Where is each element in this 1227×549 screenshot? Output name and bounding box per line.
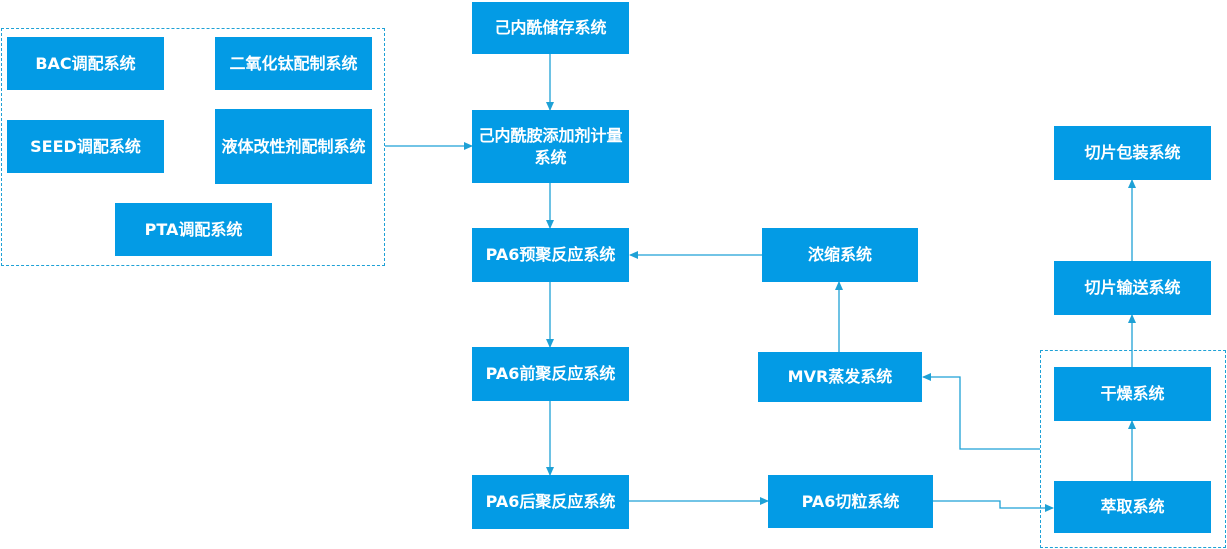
arrow-extraction-group-to-mvr (922, 373, 1040, 450)
arrow-pelletizing-to-extraction (933, 500, 1054, 512)
chip-conveying-box: 切片输送系统 (1054, 261, 1211, 315)
pa6-post-polymerization-box: PA6后聚反应系统 (472, 475, 629, 529)
concentration-box: 浓缩系统 (762, 228, 918, 282)
additive-preparation-group (1, 28, 385, 266)
drying-box: 干燥系统 (1054, 367, 1211, 421)
pta-blending-box: PTA调配系统 (115, 203, 272, 256)
extraction-box: 萃取系统 (1054, 481, 1211, 533)
caprolactam-storage-box: 己内酰储存系统 (472, 2, 629, 54)
chip-packaging-box: 切片包装系统 (1054, 126, 1211, 180)
mvr-evaporation-box: MVR蒸发系统 (758, 352, 922, 402)
seed-blending-box: SEED调配系统 (7, 120, 164, 173)
pa6-front-polymerization-box: PA6前聚反应系统 (472, 347, 629, 401)
pa6-pelletizing-box: PA6切粒系统 (768, 475, 933, 528)
caprolactam-additive-dosing-box: 己内酰胺添加剂计量系统 (472, 110, 629, 183)
pa6-prepolymerization-box: PA6预聚反应系统 (472, 228, 629, 282)
titanium-dioxide-preparation-box: 二氧化钛配制系统 (215, 37, 372, 90)
extraction-drying-group (1040, 350, 1226, 548)
bac-blending-box: BAC调配系统 (7, 37, 164, 90)
liquid-modifier-preparation-box: 液体改性剂配制系统 (215, 109, 372, 184)
